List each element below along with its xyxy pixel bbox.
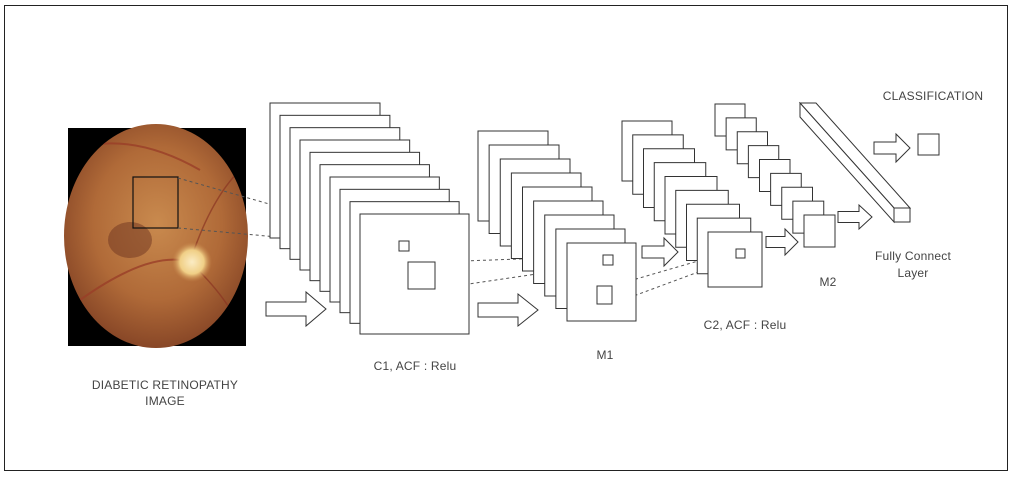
classification-label: CLASSIFICATION: [882, 89, 984, 103]
flow-arrow-icon: [765, 227, 799, 257]
flow-arrows: [265, 132, 911, 328]
m1-label: M1: [596, 348, 614, 362]
m2-label: M2: [819, 275, 837, 289]
c1-label: C1, ACF : Relu: [373, 359, 457, 373]
fundus-image: [64, 124, 248, 348]
m1-stack-layer: [566, 242, 637, 322]
m1-kernel-large: [596, 285, 613, 305]
flow-arrow-icon: [265, 290, 327, 328]
flow-arrow-icon: [641, 236, 679, 268]
c2-kernel-small: [735, 248, 746, 259]
fully-connected-layer: [798, 101, 912, 224]
input-image-label: DIABETIC RETINOPATHY IMAGE: [91, 378, 239, 408]
c1-feature-map-stack: [269, 102, 470, 335]
m2-stack-layer: [803, 214, 836, 248]
m2-feature-map-stack: [714, 103, 836, 248]
c2-label: C2, ACF : Relu: [703, 318, 787, 332]
c2-feature-map-stack: [621, 120, 763, 288]
flow-arrow-icon: [477, 292, 539, 328]
flow-arrow-icon: [837, 203, 873, 231]
m1-feature-map-stack: [477, 130, 637, 322]
c1-kernel-large: [407, 261, 436, 290]
classification-output-box: [917, 133, 940, 156]
flow-arrow-icon: [873, 132, 911, 164]
m1-kernel-small: [602, 254, 614, 266]
fully-connect-label: Fully Connect Layer: [875, 249, 951, 280]
c1-kernel-small: [398, 240, 410, 252]
c2-stack-layer: [707, 231, 763, 288]
